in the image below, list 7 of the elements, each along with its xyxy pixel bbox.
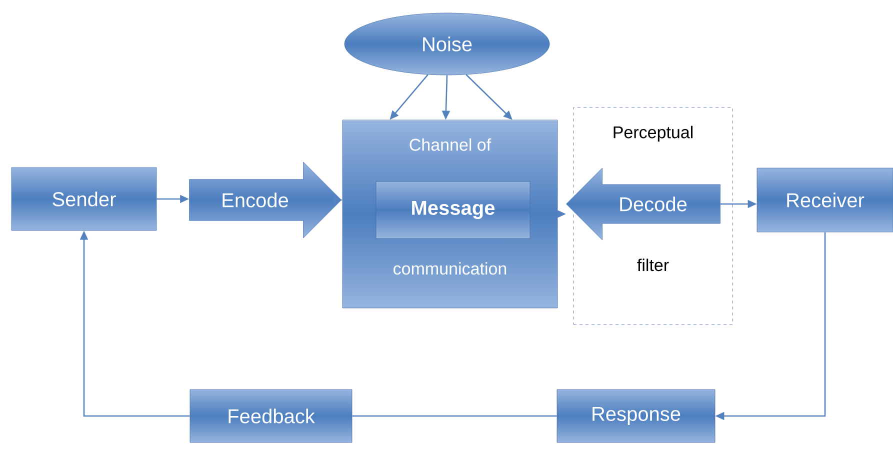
- process-box: Receiver: [756, 168, 893, 232]
- pointed-box: Encode: [189, 162, 342, 238]
- process-box: Sender: [11, 167, 157, 231]
- process-box: Feedback: [190, 389, 352, 443]
- process-box: Message: [376, 181, 530, 239]
- pointed-box: Decode: [566, 168, 720, 240]
- process-box: Response: [556, 389, 716, 443]
